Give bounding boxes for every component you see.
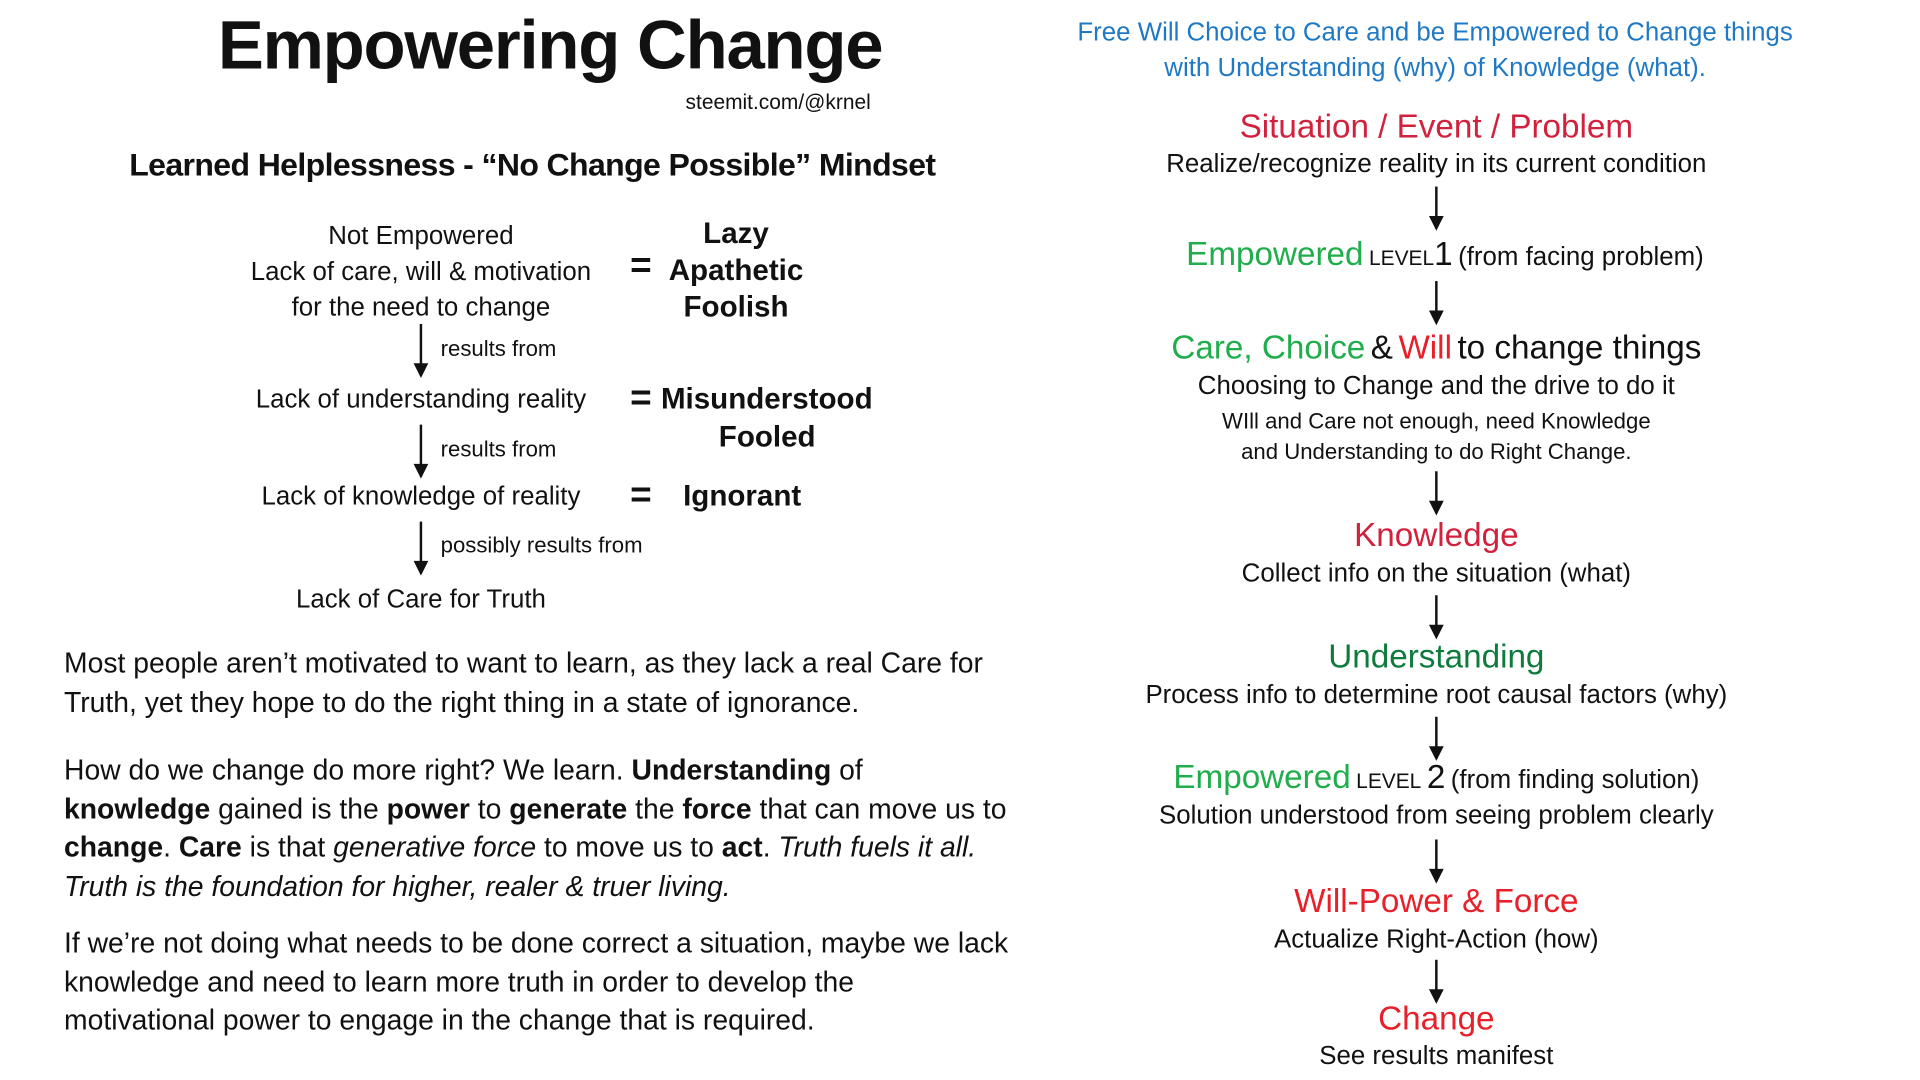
text: How do we change do more right? We learn… [64, 753, 632, 786]
arrow-label: results from [440, 436, 557, 462]
level-number: 1 [1434, 235, 1453, 273]
state-not-empowered: Not Empowered Lack of care, will & motiv… [251, 218, 591, 325]
line: Free Will Choice to Care and be Empowere… [1077, 18, 1793, 47]
result: Apathetic [668, 254, 804, 288]
arrow-down-icon [1428, 281, 1444, 326]
paragraph-2: How do we change do more right? We learn… [64, 751, 1012, 906]
arrow-label: possibly results from [440, 532, 643, 558]
arrow-down-icon [1428, 186, 1444, 231]
arrow-label: results from [440, 336, 557, 361]
text: Truth fuels it all. Truth is the foundat… [64, 830, 977, 902]
step-care-choice-will: Care, Choice & Will to change things [1171, 329, 1701, 367]
text: gained is the [210, 792, 387, 825]
result: Foolish [683, 290, 789, 325]
text: of [831, 753, 863, 786]
text: generative force [333, 830, 537, 863]
step-change-heading: Change [1378, 1000, 1495, 1038]
step-empowered-1: Empowered LEVEL1 (from facing problem) [1186, 236, 1704, 274]
text: that can move us to [751, 792, 1007, 825]
step-understanding-desc: Process info to determine root causal fa… [1145, 681, 1728, 710]
source-credit: steemit.com/@krnel [685, 90, 871, 115]
intro-text: Free Will Choice to Care and be Empowere… [1077, 15, 1792, 86]
equals-sign: = [630, 474, 652, 516]
text: Understanding [631, 753, 832, 786]
text: to [469, 792, 510, 825]
text: . [163, 830, 179, 863]
ampersand: & [1370, 328, 1393, 366]
result-lazy: Lazy Apathetic Foolish [669, 216, 804, 326]
text: the [627, 792, 683, 825]
step-empowered-2: Empowered LEVEL 2 (from finding solution… [1173, 758, 1699, 796]
text: Care [178, 830, 242, 863]
state-care-for-truth: Lack of Care for Truth [295, 585, 546, 614]
heading: Empowered [1186, 235, 1364, 273]
text: power [386, 792, 470, 825]
text: generate [509, 792, 628, 825]
step-empowered-2-desc: Solution understood from seeing problem … [1159, 801, 1714, 830]
step-knowledge-desc: Collect info on the situation (what) [1241, 559, 1632, 588]
text: force [682, 792, 752, 825]
heading: Will [1398, 328, 1452, 366]
arrow-down-icon [1428, 595, 1444, 640]
arrow-down-icon [1428, 959, 1444, 1004]
text: to move us to [536, 830, 722, 863]
step-understanding-heading: Understanding [1328, 638, 1545, 676]
heading: Care, Choice [1171, 328, 1366, 366]
step-care-desc: Choosing to Change and the drive to do i… [1197, 371, 1675, 401]
arrow-down-icon [413, 521, 429, 576]
text: knowledge [64, 792, 211, 825]
arrow-down-icon [413, 424, 429, 479]
paragraph-1: Most people aren’t motivated to want to … [64, 646, 983, 718]
step-change-desc: See results manifest [1319, 1041, 1554, 1071]
line: Lack of care, will & motivation [250, 257, 592, 286]
line: for the need to change [291, 293, 551, 322]
level-label: LEVEL [1368, 246, 1435, 271]
result-misunderstood: Misunderstood [660, 382, 873, 417]
state-understanding: Lack of understanding reality [255, 385, 587, 414]
level-label: LEVEL [1356, 769, 1422, 793]
arrow-down-icon [1428, 471, 1444, 516]
arrow-down-icon [413, 324, 429, 379]
step-care-note: WIll and Care not enough, need Knowledge… [1222, 406, 1651, 467]
heading: to change things [1457, 328, 1702, 366]
line: WIll and Care not enough, need Knowledge [1222, 408, 1651, 434]
result: Lazy [703, 217, 769, 251]
line: and Understanding to do Right Change. [1241, 439, 1632, 464]
text: act [721, 830, 763, 863]
desc: (from finding solution) [1450, 765, 1700, 795]
paragraph-3: If we’re not doing what needs to be done… [64, 926, 1009, 1036]
desc: (from facing problem) [1458, 243, 1704, 272]
left-heading: Learned Helplessness - “No Change Possib… [129, 146, 936, 183]
step-situation-desc: Realize/recognize reality in its current… [1166, 149, 1707, 178]
step-willpower-desc: Actualize Right-Action (how) [1274, 925, 1599, 954]
state-knowledge: Lack of knowledge of reality [261, 482, 581, 511]
text: is that [241, 830, 334, 863]
text: . [762, 830, 779, 863]
line: with Understanding (why) of Knowledge (w… [1164, 54, 1706, 83]
page-title: Empowering Change [217, 6, 884, 84]
heading: Empowered [1173, 758, 1351, 796]
equals-sign: = [630, 245, 652, 286]
arrow-down-icon [1428, 716, 1444, 761]
step-willpower-heading: Will-Power & Force [1294, 882, 1579, 920]
line: Not Empowered [328, 222, 514, 251]
result-ignorant: Ignorant [683, 479, 802, 514]
result-fooled: Fooled [718, 420, 816, 455]
step-knowledge-heading: Knowledge [1354, 516, 1519, 554]
step-situation-heading: Situation / Event / Problem [1239, 108, 1634, 145]
level-number: 2 [1426, 758, 1446, 796]
equals-sign: = [630, 378, 652, 419]
arrow-down-icon [1428, 839, 1444, 884]
text: change [64, 830, 164, 863]
